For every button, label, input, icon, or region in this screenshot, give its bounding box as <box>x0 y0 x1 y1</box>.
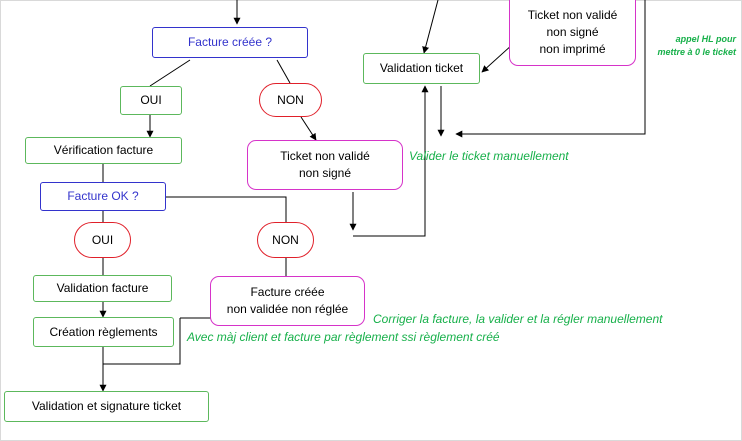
line-facture-creee-to-oui <box>149 59 191 87</box>
note-valider-ticket: Valider le ticket manuellement <box>409 149 569 163</box>
node-facture-ok: Facture OK ? <box>40 182 166 211</box>
line-corrected-invoice-to-main <box>103 318 181 365</box>
node-facture-creee-non-validee: Facture créée non validée non réglée <box>210 276 365 326</box>
node-facture-creee: Facture créée ? <box>152 27 308 58</box>
node-validation-ticket: Validation ticket <box>363 53 480 84</box>
node-creation-reglements: Création règlements <box>33 317 174 347</box>
arrow-loop-back-right <box>455 0 646 138</box>
node-validation-signature-ticket: Validation et signature ticket <box>4 391 209 422</box>
node-verification-facture: Vérification facture <box>25 137 182 164</box>
note-maj-client: Avec màj client et facture par règlement… <box>187 330 500 344</box>
node-ticket-non-valide-non-signe: Ticket non validé non signé <box>247 140 403 190</box>
arrow-non-to-ticket <box>300 116 317 141</box>
node-oui-1: OUI <box>120 86 182 115</box>
node-validation-facture: Validation facture <box>33 275 172 302</box>
node-oui-2: OUI <box>74 222 131 258</box>
line-facture-creee-to-non <box>276 59 291 84</box>
arrow-ticket-non-imprime-to-validation <box>481 43 514 73</box>
note-appel-hl: appel HL pour mettre à 0 le ticket <box>657 34 736 57</box>
node-non-2: NON <box>257 222 314 258</box>
arrow-ticket-to-validation-ticket-2 <box>353 85 429 237</box>
line-facture-ok-to-non <box>166 196 287 222</box>
note-corriger-facture: Corriger la facture, la valider et la ré… <box>373 312 663 326</box>
node-non-1: NON <box>259 83 322 117</box>
arrow-top-into-validation-ticket <box>422 0 439 54</box>
node-ticket-non-valide-non-signe-non-imprime: Ticket non validé non signé non imprimé <box>509 0 636 66</box>
